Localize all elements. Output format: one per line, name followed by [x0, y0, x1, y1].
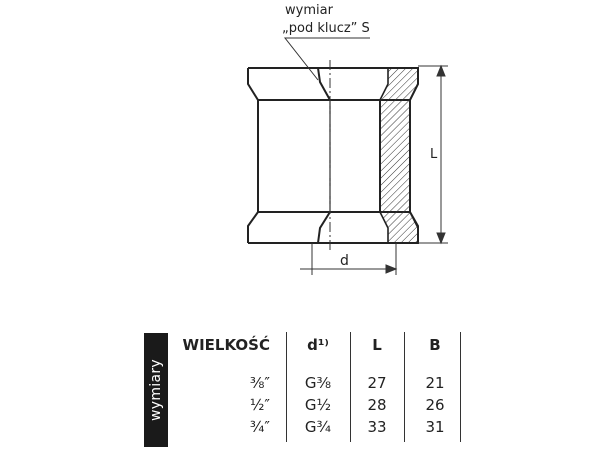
side-tab-label: wymiary [148, 359, 164, 421]
header-l: L [372, 336, 382, 354]
dimension-l [418, 64, 448, 245]
dimension-d [300, 243, 398, 275]
cell-l: 33 [367, 418, 387, 436]
cell-b: 31 [425, 418, 445, 436]
cell-d: G⅜ [304, 374, 332, 392]
dimension-d-label: d [340, 253, 349, 269]
cell-size: ⅜″ [249, 374, 270, 392]
cell-d: G½ [304, 396, 332, 414]
column-divider [286, 332, 287, 442]
cell-l: 28 [367, 396, 387, 414]
header-d: d¹⁾ [307, 336, 329, 354]
wrench-size-label-line1: wymiar [285, 3, 334, 18]
side-tab: wymiary [144, 333, 168, 447]
wrench-size-leader [283, 37, 370, 81]
column-divider [460, 332, 461, 442]
cell-size: ½″ [249, 396, 270, 414]
cell-b: 21 [425, 374, 445, 392]
column-divider [350, 332, 351, 442]
wrench-size-label-line2: „pod klucz” S [282, 21, 370, 36]
cell-d: G¾ [304, 418, 332, 436]
cell-b: 26 [425, 396, 445, 414]
column-divider [404, 332, 405, 442]
dimension-l-label: L [430, 147, 438, 162]
cell-size: ¾″ [249, 418, 270, 436]
section-hatching [379, 67, 419, 244]
header-size: WIELKOŚĆ [182, 336, 270, 354]
header-b: B [429, 336, 441, 354]
cell-l: 27 [367, 374, 387, 392]
